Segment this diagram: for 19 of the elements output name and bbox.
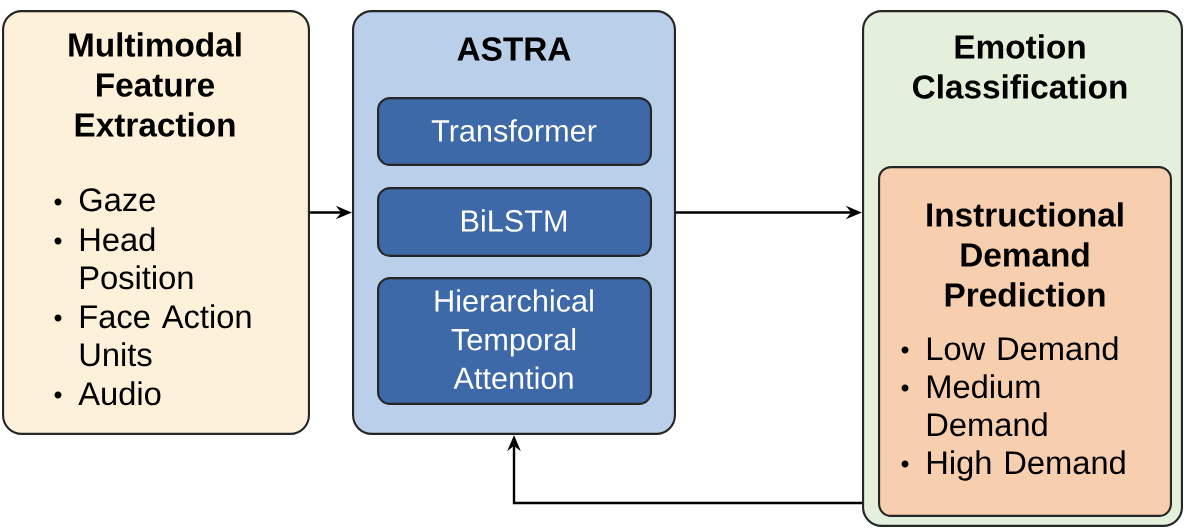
list-item: High Demand [927,450,1125,481]
heading: Instructional Demand Prediction [927,202,1123,307]
layer-box [377,97,652,166]
layer-label: Hierarchical Temporal Attention [435,289,593,390]
layer-label: Transformer [431,119,597,142]
heading: Emotion Classification [913,34,1127,99]
layer-box [377,187,652,257]
heading: Multimodal Feature Extraction [69,32,241,137]
feature-panel [2,10,310,435]
list-item: Audio [78,381,161,406]
list-item: Head Position [80,227,193,290]
list-item: Face Action Units [80,304,251,367]
list-item: Low Demand [927,336,1118,361]
heading: ASTRA [457,37,571,61]
list-item: Medium Demand [927,374,1047,437]
layer-label: BiLSTM [462,209,567,232]
layer-box [377,277,652,405]
prediction-box [878,166,1172,517]
list-item: Gaze [79,188,155,212]
